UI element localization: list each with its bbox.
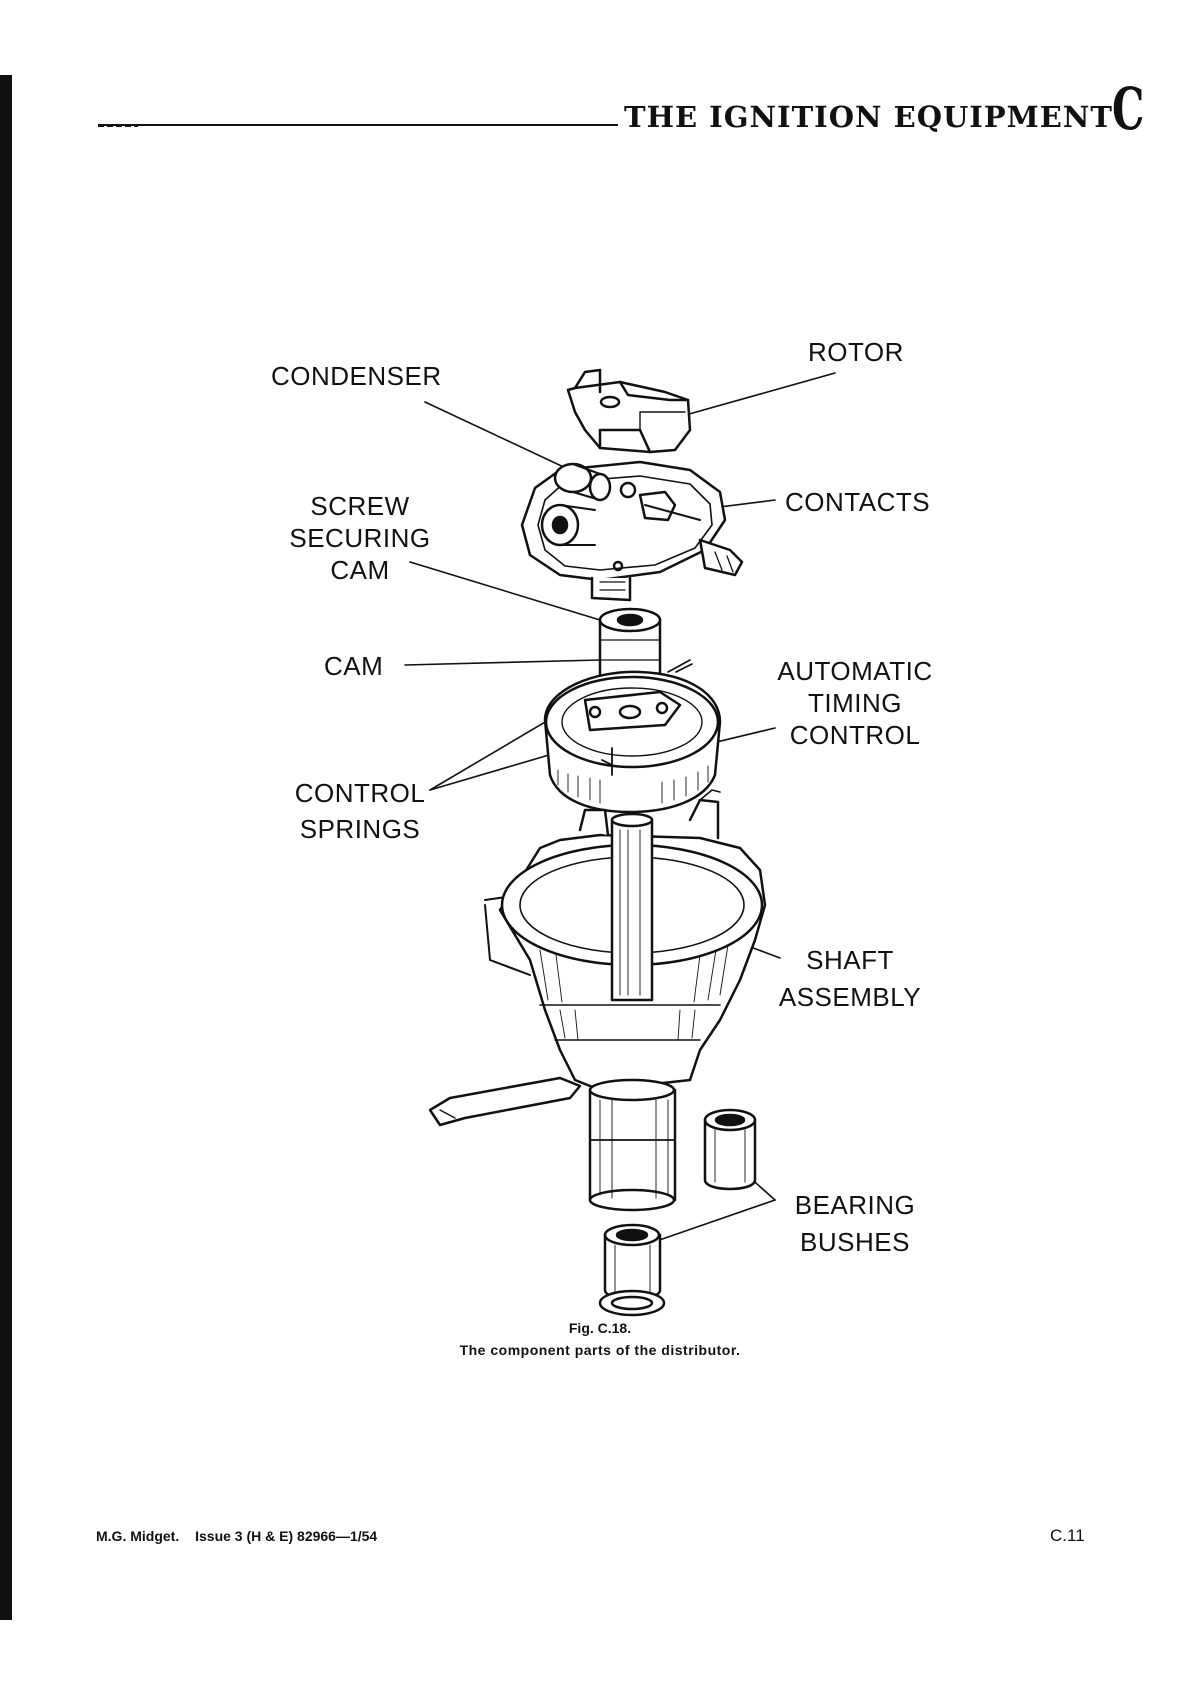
label-condenser: CONDENSER: [271, 360, 442, 392]
bearing-bush-lower: [600, 1225, 664, 1315]
label-cam: CAM: [324, 650, 383, 682]
footer-publication-info: M.G. Midget. Issue 3 (H & E) 82966—1/54: [96, 1528, 389, 1544]
label-springs-line2: SPRINGS: [285, 811, 435, 847]
label-control-springs: CONTROL SPRINGS: [285, 775, 435, 847]
rotor-part: [568, 370, 690, 452]
label-screw-line2: SECURING: [280, 522, 440, 554]
footer-publication: M.G. Midget.: [96, 1528, 179, 1544]
label-contacts: CONTACTS: [785, 486, 930, 518]
figure-number: Fig. C.18.: [400, 1320, 800, 1336]
label-screw-securing-cam: SCREW SECURING CAM: [280, 490, 440, 586]
label-atc-line3: CONTROL: [765, 719, 945, 751]
label-rotor: ROTOR: [808, 336, 904, 368]
label-atc-line2: TIMING: [765, 687, 945, 719]
label-bushes-line2: BUSHES: [780, 1224, 930, 1261]
label-atc-line1: AUTOMATIC: [765, 655, 945, 687]
label-shaft-assembly: SHAFT ASSEMBLY: [770, 942, 930, 1016]
label-bearing-bushes: BEARING BUSHES: [780, 1187, 930, 1261]
label-bushes-line1: BEARING: [780, 1187, 930, 1224]
label-shaft-line2: ASSEMBLY: [770, 979, 930, 1016]
footer-issue: Issue 3 (H & E) 82966—1/54: [195, 1528, 377, 1544]
automatic-timing-control-part: [545, 660, 720, 812]
figure-caption: The component parts of the distributor.: [400, 1342, 800, 1358]
distributor-body-part: [430, 790, 765, 1125]
label-springs-line1: CONTROL: [285, 775, 435, 811]
label-screw-line1: SCREW: [280, 490, 440, 522]
label-screw-line3: CAM: [280, 554, 440, 586]
bearing-bush-upper: [705, 1110, 755, 1189]
label-automatic-timing-control: AUTOMATIC TIMING CONTROL: [765, 655, 945, 751]
contact-plate-part: [522, 462, 742, 600]
label-shaft-line1: SHAFT: [770, 942, 930, 979]
page-number: C.11: [1050, 1526, 1085, 1546]
